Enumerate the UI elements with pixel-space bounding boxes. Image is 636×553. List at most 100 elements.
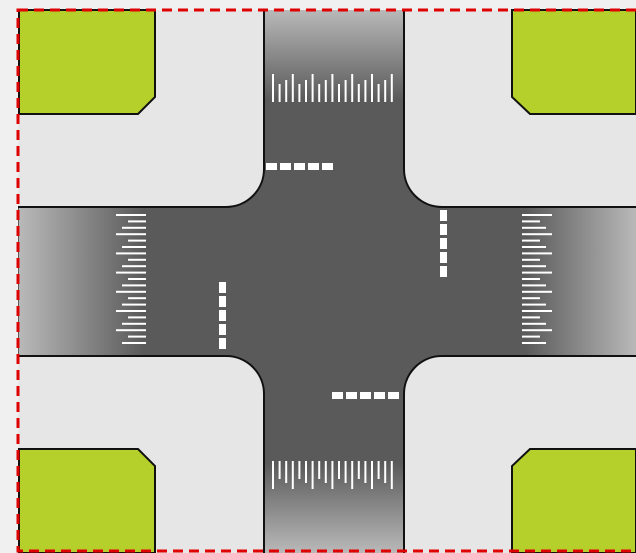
crosswalk-tick [331,461,333,489]
crosswalk-tick [331,74,333,102]
crosswalk-tick [128,278,146,280]
crosswalk-tick [128,259,146,261]
stop-line-dash [219,296,226,307]
crosswalk-tick [122,342,146,344]
crosswalk-tick [305,80,307,102]
crosswalk-tick [312,461,314,489]
crosswalk-tick [312,74,314,102]
road-fade-west [19,208,144,355]
crosswalk-tick [364,461,366,483]
crosswalk-tick [128,316,146,318]
crosswalk-tick [522,246,546,248]
grass-block-top-right [512,10,636,114]
crosswalk-tick [384,461,386,483]
crosswalk-tick [128,240,146,242]
crosswalk-tick [378,461,380,479]
crosswalk-tick [522,342,546,344]
crosswalk-tick [122,227,146,229]
crosswalk-tick [522,304,546,306]
crosswalk-tick [298,461,300,479]
crosswalk-tick [116,291,146,293]
stop-line-dash [374,392,385,399]
crosswalk-tick [285,80,287,102]
crosswalk-tick [358,461,360,479]
stop-line-dash [332,392,343,399]
crosswalk-tick [116,252,146,254]
crosswalk-tick [378,84,380,102]
crosswalk-tick [116,272,146,274]
crosswalk-tick [128,220,146,222]
crosswalk-tick [522,233,552,235]
crosswalk-tick [371,461,373,489]
crosswalk-tick [522,297,540,299]
crosswalk-tick [338,461,340,479]
crosswalk-tick [384,80,386,102]
crosswalk-tick [522,278,540,280]
stop-line-dash [346,392,357,399]
crosswalk-tick [318,84,320,102]
crosswalk-tick [345,80,347,102]
crosswalk-tick [522,323,546,325]
crosswalk-tick [391,74,393,102]
stop-line-dash [440,210,447,221]
crosswalk-tick [318,461,320,479]
crosswalk-tick [122,304,146,306]
crosswalk-tick [522,240,540,242]
stop-line-dash [219,282,226,293]
crosswalk-tick [358,84,360,102]
crosswalk-tick [298,84,300,102]
crosswalk-tick [116,310,146,312]
grass-block-top-left [19,10,155,114]
crosswalk-tick [292,461,294,489]
stop-line-dash [440,238,447,249]
crosswalk-tick [364,80,366,102]
crosswalk-tick [522,291,552,293]
crosswalk-tick [116,214,146,216]
crosswalk-tick [292,74,294,102]
crosswalk-tick [522,316,540,318]
crosswalk-tick [272,74,274,102]
crosswalk-tick [122,265,146,267]
crosswalk-tick [371,74,373,102]
crosswalk-tick [122,246,146,248]
crosswalk-tick [116,233,146,235]
stop-line-dash [388,392,399,399]
stop-line-dash [219,324,226,335]
crosswalk-tick [522,214,552,216]
crosswalk-tick [116,329,146,331]
crosswalk-tick [522,336,540,338]
crosswalk-tick [522,220,540,222]
crosswalk-tick [391,461,393,489]
crosswalk-tick [351,74,353,102]
crosswalk-tick [345,461,347,483]
road-fade-east [525,208,636,355]
crosswalk-tick [305,461,307,483]
stop-line-dash [219,310,226,321]
crosswalk-tick [522,227,546,229]
crosswalk-tick [351,461,353,489]
crosswalk-tick [522,272,552,274]
stop-line-dash [308,163,319,170]
crosswalk-tick [325,80,327,102]
crosswalk-tick [522,259,540,261]
crosswalk-tick [122,323,146,325]
crosswalk-tick [128,297,146,299]
crosswalk-tick [279,84,281,102]
crosswalk-tick [522,252,552,254]
crosswalk-tick [128,336,146,338]
crosswalk-tick [522,329,552,331]
crosswalk-tick [338,84,340,102]
crosswalk-tick [325,461,327,483]
stop-line-dash [219,338,226,349]
crosswalk-tick [285,461,287,483]
crosswalk-tick [522,310,552,312]
stop-line-dash [266,163,277,170]
stop-line-dash [440,252,447,263]
crosswalk-tick [122,284,146,286]
crosswalk-tick [522,265,546,267]
crosswalk-tick [272,461,274,489]
stop-line-dash [440,224,447,235]
crosswalk-tick [522,284,546,286]
crosswalk-tick [279,461,281,479]
